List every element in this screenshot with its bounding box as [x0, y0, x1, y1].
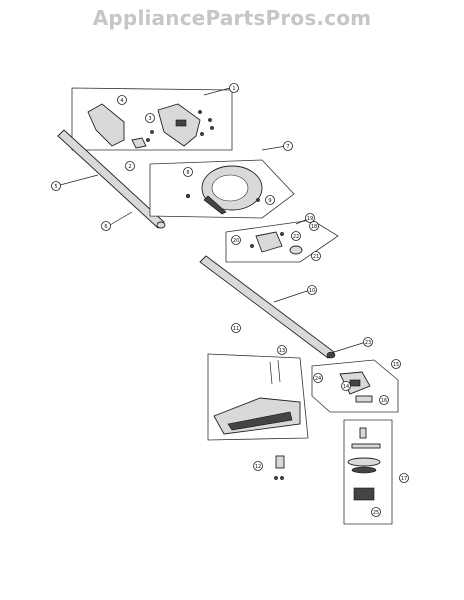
svg-text:20: 20	[233, 238, 239, 244]
callout-5: 5	[51, 181, 61, 191]
callout-3: 3	[145, 113, 155, 123]
guard-ring	[201, 165, 263, 215]
svg-text:15: 15	[393, 362, 399, 368]
svg-text:22: 22	[293, 234, 299, 240]
handle-right-half	[157, 103, 201, 147]
callout-21: 21	[311, 251, 321, 261]
hardware-kit	[274, 455, 285, 480]
callout-1: 1	[229, 83, 239, 93]
svg-text:13: 13	[279, 348, 285, 354]
callout-22: 22	[291, 231, 301, 241]
callout-18: 18	[309, 221, 319, 231]
svg-text:1: 1	[232, 86, 235, 92]
callout-12: 12	[253, 461, 263, 471]
callout-19: 19	[305, 213, 315, 223]
svg-text:17: 17	[401, 476, 407, 482]
svg-text:3: 3	[148, 116, 151, 122]
callout-2: 2	[125, 161, 135, 171]
trigger	[131, 137, 147, 149]
screws	[146, 110, 214, 142]
svg-text:11: 11	[233, 326, 239, 332]
callout-4: 4	[117, 95, 127, 105]
callout-10: 10	[307, 285, 317, 295]
svg-text:24: 24	[315, 376, 321, 382]
svg-text:8: 8	[186, 170, 189, 176]
svg-text:9: 9	[268, 198, 271, 204]
svg-text:18: 18	[311, 224, 317, 230]
debris-shield	[213, 359, 301, 435]
callout-6: 6	[101, 221, 111, 231]
svg-text:2: 2	[128, 164, 131, 170]
callout-8: 8	[183, 167, 193, 177]
callout-7: 7	[283, 141, 293, 151]
upper-shaft	[57, 129, 166, 229]
lower-shaft	[199, 255, 336, 359]
svg-text:4: 4	[120, 98, 123, 104]
callout-23: 23	[363, 337, 373, 347]
handle-left-half	[87, 103, 125, 147]
svg-text:10: 10	[309, 288, 315, 294]
svg-text:14: 14	[343, 384, 349, 390]
callout-13: 13	[277, 345, 287, 355]
callout-15: 15	[391, 359, 401, 369]
callout-17: 17	[399, 473, 409, 483]
svg-text:19: 19	[307, 216, 313, 222]
callout-16: 16	[379, 395, 389, 405]
svg-text:21: 21	[313, 254, 319, 260]
callout-25: 25	[371, 507, 381, 517]
panel-coupler-assembly	[225, 219, 339, 263]
callout-9: 9	[265, 195, 275, 205]
svg-text:25: 25	[373, 510, 379, 516]
svg-text:7: 7	[286, 144, 289, 150]
svg-text:16: 16	[381, 398, 387, 404]
svg-text:12: 12	[255, 464, 261, 470]
callout-24: 24	[313, 373, 323, 383]
spool-parts	[347, 427, 381, 501]
callout-20: 20	[231, 235, 241, 245]
callout-14: 14	[341, 381, 351, 391]
svg-text:5: 5	[54, 184, 57, 190]
svg-text:23: 23	[365, 340, 371, 346]
guard-screw	[185, 193, 191, 199]
callout-11: 11	[231, 323, 241, 333]
watermark: AppliancePartsPros.com	[92, 6, 372, 30]
coupler	[250, 231, 303, 255]
svg-text:6: 6	[104, 224, 107, 230]
